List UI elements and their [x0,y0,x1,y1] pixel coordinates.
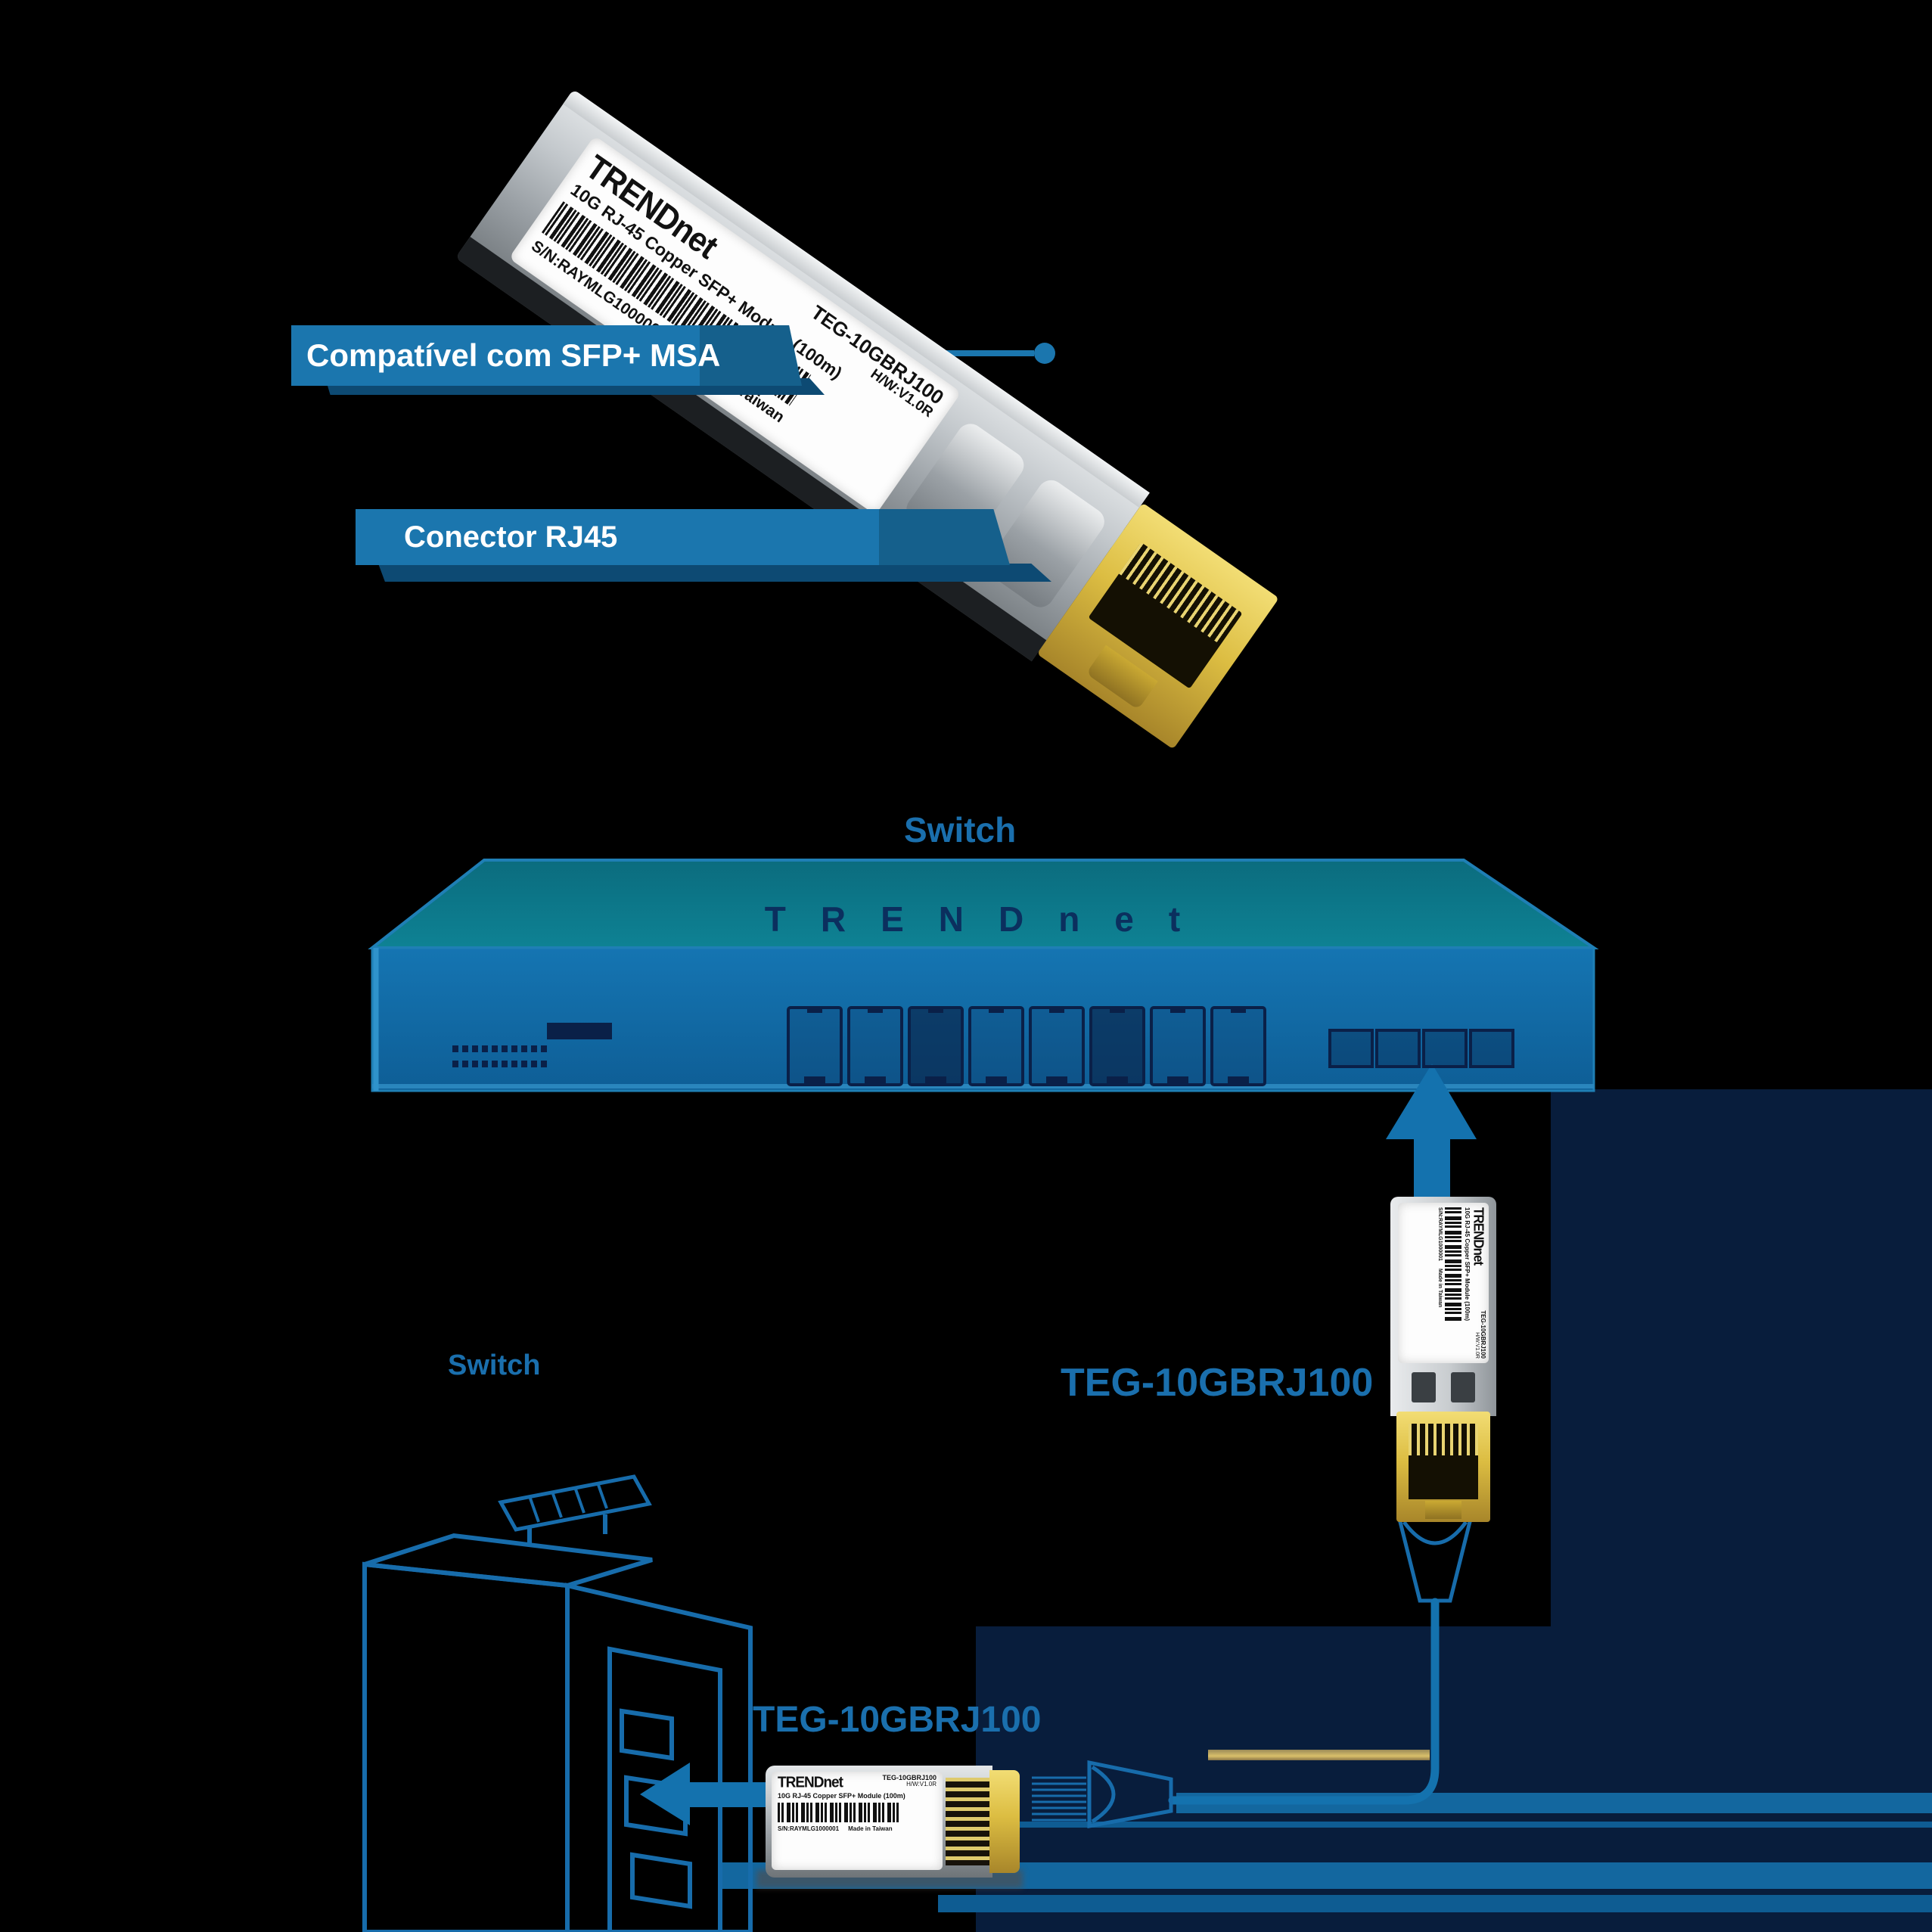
module-title-bottom: TEG-10GBRJ100 [753,1700,1042,1740]
rj45-port [1150,1006,1206,1086]
hmodule-model-text: TEG-10GBRJ100 [882,1774,936,1781]
rj45-plug-bottom [1032,1760,1173,1829]
leader-dot-sfp-msa [1034,343,1055,364]
up-arrow [1386,1064,1477,1278]
rj45-port [787,1006,843,1086]
vmodule-serial-text: S/N:RAYMLG1000001 [1437,1207,1443,1261]
sfp-module-vertical: TRENDnet TEG-10GBRJ100 H/W:V1.0R 10G RJ-… [1390,1197,1496,1522]
rj45-port [908,1006,964,1086]
bottom-band-b [938,1895,1932,1912]
callout-sfp-msa: Compatível com SFP+ MSA [291,325,802,386]
left-arrow [640,1763,767,1825]
hmodule-label: TRENDnet TEG-10GBRJ100 H/W:V1.0R 10G RJ-… [772,1772,943,1870]
hmodule-hw-text: H/W:V1.0R [906,1781,936,1788]
sfp-slot [1469,1029,1514,1068]
callout-sfp-msa-label: Compatível com SFP+ MSA [306,337,721,373]
tower-switch [362,1474,753,1932]
hmodule-origin-text: Made in Taiwan [848,1825,893,1832]
vmodule-brand-logo: TRENDnet [1471,1207,1486,1266]
hmodule-serial-text: S/N:RAYMLG1000001 [778,1825,840,1832]
sfp-slot [1328,1029,1374,1068]
gold-edge-stripe [1208,1750,1430,1760]
background-shade-right [1551,1089,1932,1634]
switch-title-top: Switch [904,810,1017,850]
switch-led-row-1 [452,1045,551,1052]
hmodule-barcode [778,1803,899,1822]
switch-vent-bar [547,1023,612,1039]
sfp-module-horizontal: TRENDnet TEG-10GBRJ100 H/W:V1.0R 10G RJ-… [766,1766,1020,1878]
vmodule-origin-text: Made in Taiwan [1437,1268,1443,1308]
hmodule-pin-block [946,1778,992,1865]
callout-rj45: Conector RJ45 [356,509,1010,565]
rj45-port [1089,1006,1145,1086]
hmodule-desc-text: 10G RJ-45 Copper SFP+ Module (100m) [778,1792,905,1800]
switch-brand-logo: TRENDnet [764,899,1216,939]
callout-rj45-label: Conector RJ45 [404,520,618,554]
vmodule-barcode [1445,1207,1461,1321]
hmodule-brand-logo: TRENDnet [778,1774,843,1791]
switch-led-row-2 [452,1061,551,1067]
vmodule-rj45-jack [1396,1412,1490,1522]
network-cable [1168,1598,1440,1805]
vmodule-label: TRENDnet TEG-10GBRJ100 H/W:V1.0R 10G RJ-… [1398,1203,1489,1363]
module-title-top: TEG-10GBRJ100 [1061,1361,1374,1405]
vmodule-latch-slot [1412,1372,1436,1402]
rj45-port [1210,1006,1266,1086]
vmodule-model-text: TEG-10GBRJ100 [1480,1310,1486,1359]
callout-shadow [378,564,1051,582]
sfp-slot [1375,1029,1421,1068]
vmodule-latch-slot [1451,1372,1475,1402]
sfp-slot [1422,1029,1468,1068]
rj45-port [1029,1006,1085,1086]
tower-port-strip [498,1474,652,1532]
bottom-thin-line [983,1822,1932,1828]
vmodule-rj45-latch-tab [1425,1501,1461,1519]
hmodule-rj45-jack [989,1770,1020,1873]
rj45-port [968,1006,1024,1086]
vmodule-hw-text: H/W:V1.0R [1474,1332,1480,1359]
switch-title-bottom: Switch [448,1350,541,1381]
vmodule-rj45-opening [1409,1424,1478,1499]
rj45-port [847,1006,903,1086]
